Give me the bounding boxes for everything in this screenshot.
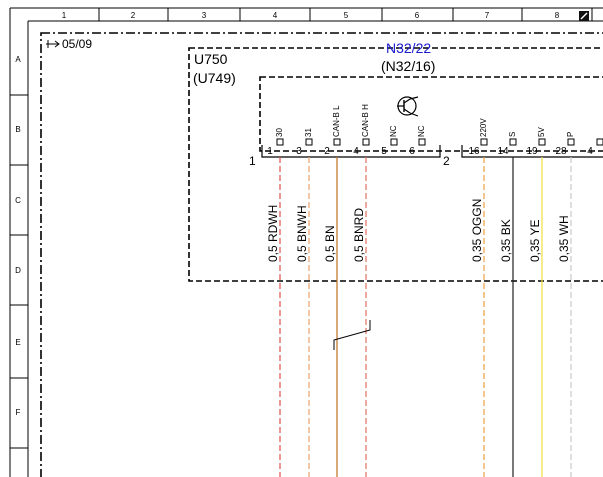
pin-terminal xyxy=(276,138,284,146)
connector-number: 1 xyxy=(249,154,256,168)
unit-name: N32/22 xyxy=(386,40,431,56)
pin-number: 19 xyxy=(526,146,538,157)
revision-label: 05/09 xyxy=(62,37,92,51)
document-icon[interactable] xyxy=(579,11,589,21)
pin-signal-label: NC xyxy=(417,125,426,137)
pin-signal-label: 30 xyxy=(275,128,284,137)
pin-number: 4 xyxy=(353,146,359,157)
wire-label: 0,35 WH xyxy=(557,215,571,262)
wire-label: 0,5 RDWH xyxy=(266,205,280,262)
column-label: 2 xyxy=(131,11,136,20)
unit-alt-name: (N32/16) xyxy=(381,58,435,74)
pin-terminal xyxy=(596,138,603,146)
column-label: 7 xyxy=(485,11,490,20)
pin-signal-label: CAN-B L xyxy=(332,105,341,137)
wire-label: 0,35 YE xyxy=(528,220,542,262)
module-boundary xyxy=(40,32,603,477)
wire-label: 0,35 BK xyxy=(499,219,513,262)
pin-terminal xyxy=(538,138,546,146)
wire-label: 0,35 OGGN xyxy=(470,199,484,262)
pin-signal-label: NC xyxy=(389,125,398,137)
transistor-icon xyxy=(397,96,419,117)
pin-number: 16 xyxy=(468,146,480,157)
pin-number: 2 xyxy=(324,146,330,157)
pin-terminal xyxy=(362,138,370,146)
pin-number: 4 xyxy=(587,146,593,157)
row-label: A xyxy=(15,55,21,64)
pin-number: 28 xyxy=(555,146,567,157)
pin-number: 3 xyxy=(296,146,302,157)
revision-marker: 05/09 xyxy=(46,37,92,51)
connector-number: 2 xyxy=(443,154,450,168)
column-label: 4 xyxy=(273,11,278,20)
pin-signal-label: 31 xyxy=(304,128,313,137)
pin-number: 14 xyxy=(497,146,509,157)
pin-terminal xyxy=(567,138,575,146)
wire-label: 0,5 BNWH xyxy=(295,205,309,262)
pin-signal-label: 5V xyxy=(537,127,546,137)
column-label: 1 xyxy=(62,11,67,20)
pin-signal-label: S xyxy=(508,132,517,137)
wire-label: 0,5 BNRD xyxy=(352,208,366,262)
pin-signal-label: CAN-B H xyxy=(361,104,370,137)
column-label: 8 xyxy=(555,11,560,20)
module-name: U750 xyxy=(194,51,228,67)
connector-2: 2 220V 16 S 14 5V 19 P 28 4 xyxy=(443,118,603,168)
pin-terminal xyxy=(333,138,341,146)
row-label: F xyxy=(16,408,21,417)
twisted-pair-marker xyxy=(333,320,371,350)
module-alt-name: (U749) xyxy=(193,70,236,86)
module-u750-box xyxy=(188,47,603,282)
pin-number: 1 xyxy=(267,146,273,157)
pin-terminal xyxy=(480,138,488,146)
column-label: 6 xyxy=(415,11,420,20)
row-label: D xyxy=(15,266,21,275)
column-label: 3 xyxy=(202,11,207,20)
pin-terminal xyxy=(418,138,426,146)
column-label: 5 xyxy=(344,11,349,20)
pin-signal-label: 220V xyxy=(479,118,488,137)
pin-terminal xyxy=(390,138,398,146)
row-label: C xyxy=(15,196,21,205)
column-ruler: 1 2 3 4 5 6 7 8 xyxy=(62,8,593,21)
row-label: B xyxy=(15,125,20,134)
pin-terminal xyxy=(305,138,313,146)
wire-label: 0,5 BN xyxy=(323,225,337,262)
pin-number: 5 xyxy=(381,146,387,157)
pin-number: 6 xyxy=(409,146,415,157)
pin-signal-label: P xyxy=(566,132,575,137)
row-ruler: A B C D E F xyxy=(10,55,28,449)
row-label: E xyxy=(15,338,20,347)
pin-terminal xyxy=(509,138,517,146)
